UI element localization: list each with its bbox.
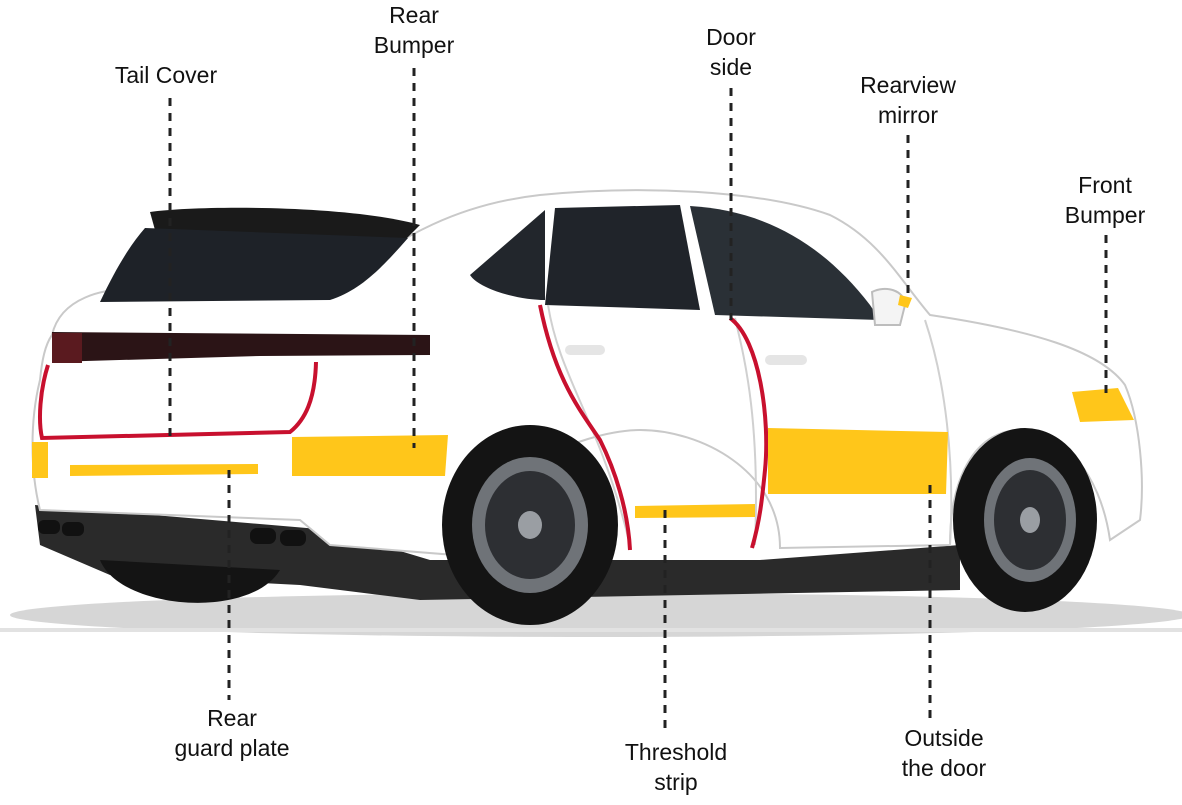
label-line: Front: [1078, 172, 1132, 198]
label-line: Rear: [207, 705, 257, 731]
label-line: Rearview: [860, 72, 956, 98]
front-wheel: [953, 428, 1097, 612]
rear-windshield: [100, 228, 408, 302]
rear-bumper-strip: [292, 435, 448, 476]
tailgate-edge-guard: [38, 361, 318, 441]
exhaust-right-2: [280, 530, 306, 546]
door-seam-front: [734, 317, 757, 546]
label-tail-cover: Tail Cover: [115, 60, 217, 90]
label-outside-door: Outside the door: [902, 723, 986, 783]
rear-guard-plate-strip: [70, 464, 258, 476]
door-seam-fender: [924, 319, 953, 546]
outside-door-strip: [768, 428, 948, 494]
front-door-handle: [765, 355, 807, 365]
label-line: Rear: [389, 2, 439, 28]
exhaust-left-1: [38, 520, 60, 534]
threshold-strip-film: [635, 504, 755, 518]
front-side-window: [690, 206, 880, 320]
label-rear-guard-plate: Rear guard plate: [174, 703, 289, 763]
exhaust-right-1: [250, 528, 276, 544]
middle-side-window: [545, 205, 700, 310]
side-mirror: [870, 287, 907, 326]
label-line: Bumper: [1064, 202, 1146, 228]
ground-shadow: [10, 593, 1182, 637]
far-rear-wheel: [100, 560, 280, 603]
front-bumper-strip: [1072, 388, 1134, 422]
label-line: Outside: [904, 725, 984, 751]
label-line: Bumper: [373, 32, 455, 58]
mirror-strip: [898, 295, 912, 308]
label-door-side: Door side: [706, 22, 756, 82]
label-line: mirror: [877, 102, 939, 128]
label-line: guard plate: [174, 735, 290, 761]
tail-light-bar: [52, 332, 430, 362]
rear-door-edge-guard: [538, 304, 632, 551]
label-front-bumper: Front Bumper: [1065, 170, 1146, 230]
front-door-edge-guard: [728, 316, 769, 549]
label-line: strip: [654, 769, 698, 795]
exhaust-left-2: [62, 522, 84, 536]
label-threshold-strip: Threshold strip: [625, 737, 727, 797]
label-line: Threshold: [624, 739, 728, 765]
label-rear-bumper: Rear Bumper: [374, 0, 455, 60]
label-line: Door: [706, 24, 756, 50]
rear-door-handle: [565, 345, 605, 355]
ground-line: [0, 628, 1182, 632]
door-seam-rear: [547, 304, 631, 546]
rear-wheel: [442, 425, 618, 625]
tail-light-left: [52, 333, 82, 363]
rear-side-window: [470, 210, 545, 300]
label-line: Tail Cover: [114, 62, 218, 88]
label-line: the door: [901, 755, 987, 781]
tail-corner-strip: [32, 442, 48, 478]
label-rearview-mirror: Rearview mirror: [860, 70, 956, 130]
label-line: side: [709, 54, 753, 80]
